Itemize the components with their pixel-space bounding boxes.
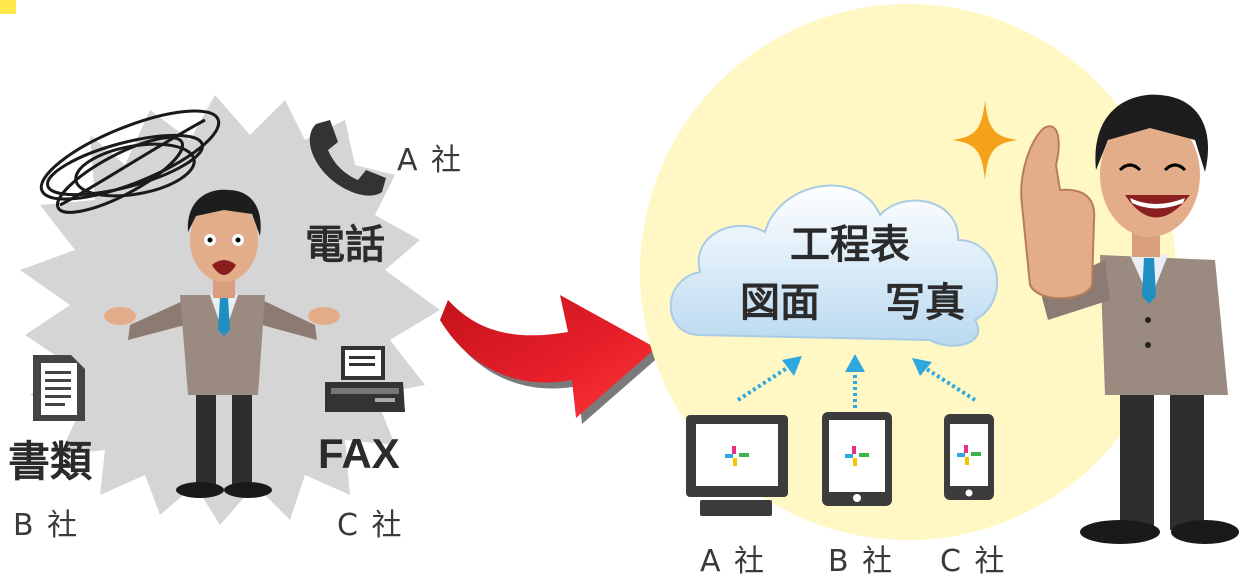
app-logo-icon [725, 445, 981, 466]
scribble-icon [39, 109, 221, 214]
worried-man [104, 189, 340, 498]
phone-icon [309, 120, 386, 196]
fax-company-label: C 社 [337, 508, 404, 543]
fax-label: FAX [318, 430, 400, 477]
document-company-label: B 社 [13, 508, 80, 543]
phone-company-label: A 社 [397, 143, 464, 178]
monitor-icon [686, 415, 788, 516]
corner-mark [0, 0, 16, 14]
cloud-item-schedule: 工程表 [790, 222, 910, 268]
device-company-a: A 社 [700, 544, 767, 579]
sync-arrows [736, 364, 977, 408]
cloud-shape [669, 184, 999, 347]
sync-arrowheads [782, 354, 932, 376]
fax-icon [325, 346, 405, 412]
document-icon [33, 355, 85, 421]
phone-label: 電話 [305, 222, 385, 268]
document-label: 書類 [8, 437, 93, 486]
device-company-b: B 社 [828, 544, 895, 579]
transition-arrow [440, 295, 662, 424]
cloud-item-photos: 写真 [885, 280, 965, 326]
cloud-item-drawings: 図面 [740, 280, 820, 326]
happy-man [1020, 94, 1239, 544]
sparkle-icon [952, 100, 1018, 180]
device-company-c: C 社 [940, 544, 1007, 579]
